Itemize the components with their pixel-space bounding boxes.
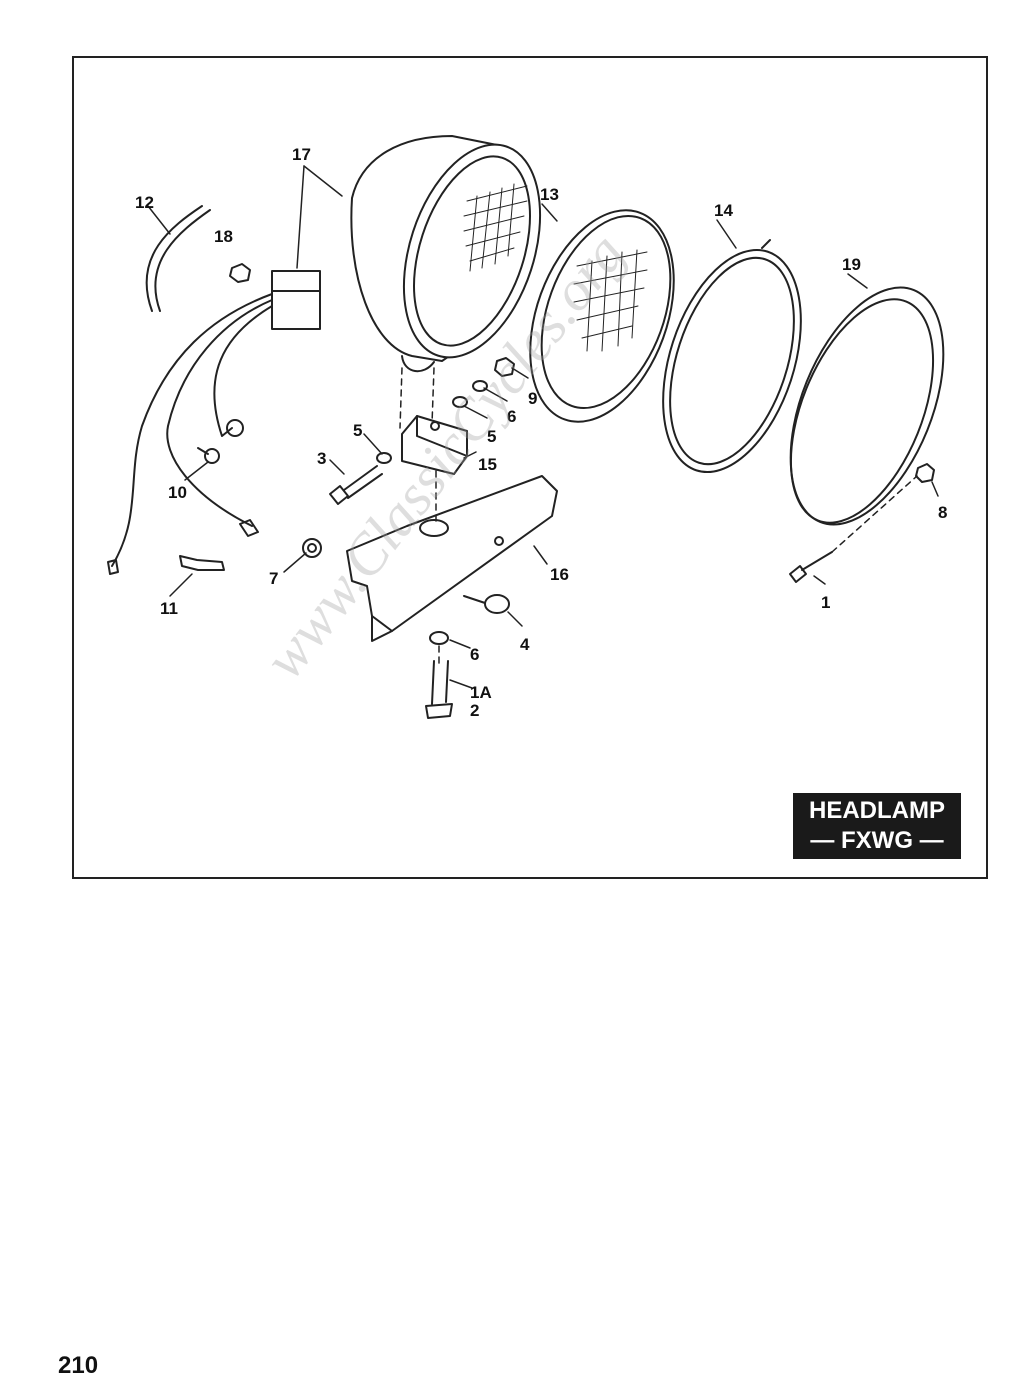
callout-19: 19 bbox=[842, 255, 861, 274]
callout-18: 18 bbox=[214, 227, 233, 246]
callout-11: 11 bbox=[160, 599, 178, 618]
cable-strap bbox=[145, 205, 211, 312]
callout-6b: 6 bbox=[470, 645, 479, 664]
page-number: 210 bbox=[58, 1352, 99, 1379]
sealed-beam-lamp bbox=[529, 209, 675, 423]
nut-18 bbox=[229, 263, 251, 283]
callout-9: 9 bbox=[528, 389, 537, 408]
spade-terminal bbox=[179, 555, 225, 571]
mounting-block bbox=[401, 415, 468, 475]
callout-1: 1 bbox=[821, 593, 830, 612]
callout-5a: 5 bbox=[353, 421, 362, 440]
callout-10: 10 bbox=[168, 483, 187, 502]
callout-7: 7 bbox=[269, 569, 278, 588]
nut-8 bbox=[915, 463, 935, 483]
callout-2: 2 bbox=[470, 701, 479, 720]
screw-1 bbox=[789, 551, 833, 583]
nut-9 bbox=[494, 357, 515, 377]
exploded-parts-diagram: 17 12 18 13 14 19 9 6 5 5 3 15 10 16 7 1… bbox=[107, 135, 947, 720]
diagram-title-box: HEADLAMP — FXWG — bbox=[793, 793, 961, 859]
lockwasher-6a bbox=[472, 380, 488, 392]
callout-1A: 1A bbox=[470, 683, 492, 702]
callout-8: 8 bbox=[938, 503, 947, 522]
callout-13: 13 bbox=[540, 185, 559, 204]
washer-5a bbox=[376, 452, 392, 464]
callout-16: 16 bbox=[550, 565, 569, 584]
headlamp-housing bbox=[350, 135, 542, 372]
bolt-1A bbox=[425, 660, 453, 719]
callout-17: 17 bbox=[292, 145, 311, 164]
callout-3: 3 bbox=[317, 449, 326, 468]
callout-4: 4 bbox=[520, 635, 530, 654]
wiring-harness bbox=[107, 270, 321, 575]
retaining-ring bbox=[662, 239, 802, 474]
screw-4 bbox=[463, 594, 510, 614]
callout-15: 15 bbox=[478, 455, 497, 474]
headlamp-bracket bbox=[346, 475, 558, 642]
diagram-frame bbox=[72, 56, 988, 879]
lockwasher-6b bbox=[429, 631, 449, 645]
callout-6a: 6 bbox=[507, 407, 516, 426]
washer-5b bbox=[452, 396, 468, 408]
bolt-3 bbox=[329, 465, 383, 505]
callout-5b: 5 bbox=[487, 427, 496, 446]
title-line-1: HEADLAMP bbox=[809, 797, 945, 824]
star-washer bbox=[302, 538, 322, 558]
callout-12: 12 bbox=[135, 193, 154, 212]
callout-14: 14 bbox=[714, 201, 733, 220]
trim-ring bbox=[789, 286, 945, 526]
ring-terminal bbox=[197, 447, 220, 464]
title-line-2: — FXWG — bbox=[810, 827, 944, 854]
